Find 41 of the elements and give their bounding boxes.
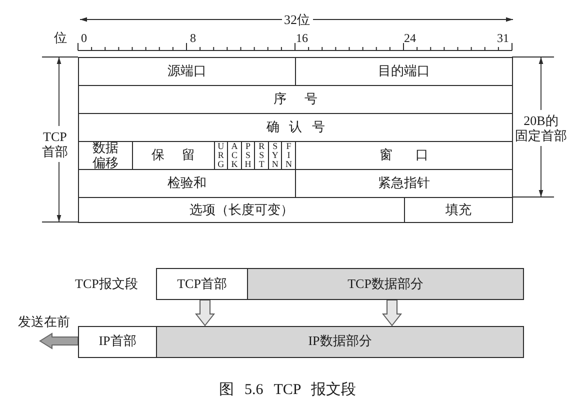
flag-letters: SYN xyxy=(272,142,279,169)
flag-letters: URG xyxy=(218,142,224,169)
field-label: 选项（长度可变） xyxy=(189,202,294,218)
header-field xyxy=(78,57,296,86)
field-label: 保 留 xyxy=(152,148,196,163)
ip-data-block xyxy=(156,326,524,358)
dimension-label: 20B的固定首部 xyxy=(515,113,567,143)
field-label: 源端口 xyxy=(168,64,206,79)
field-label: 填充 xyxy=(445,202,472,218)
header-field xyxy=(78,113,513,142)
flag-letters: RST xyxy=(258,142,265,169)
edge-label: 发送在前 xyxy=(18,314,70,329)
field-label: 紧急指针 xyxy=(378,176,430,191)
header-field xyxy=(404,197,513,223)
figure-caption: 图 5.6 TCP 报文段 xyxy=(219,381,356,399)
field-label: 目的端口 xyxy=(378,64,430,79)
field-label: 检验和 xyxy=(168,176,206,191)
field-label: 确 认 号 xyxy=(266,120,325,135)
block-arrow xyxy=(382,300,402,326)
block-arrow xyxy=(39,332,78,350)
flag-letters: FIN xyxy=(285,142,292,169)
field-label: 序 号 xyxy=(274,92,318,107)
dimension-label: TCP首部 xyxy=(41,129,69,159)
field-label: 窗 口 xyxy=(380,148,428,163)
header-field xyxy=(295,57,513,86)
flag-letters: ACK xyxy=(231,142,238,169)
field-label: IP首部 xyxy=(98,334,136,349)
field-label: 数据偏移 xyxy=(92,140,120,170)
dimension-label: 32位 xyxy=(284,12,310,27)
header-field xyxy=(78,85,513,114)
field-label: TCP数据部分 xyxy=(348,276,424,292)
axis-label: 位 xyxy=(54,30,67,45)
row-label: TCP报文段 xyxy=(75,276,138,291)
field-label: IP数据部分 xyxy=(308,334,372,349)
field-label: TCP首部 xyxy=(177,276,227,292)
tcp-data-block xyxy=(247,268,524,300)
ip-header-block xyxy=(78,326,157,358)
header-field xyxy=(78,197,404,223)
tcp-header-block xyxy=(156,268,248,300)
flag-letters: PSH xyxy=(244,142,252,169)
block-arrow xyxy=(194,300,216,326)
